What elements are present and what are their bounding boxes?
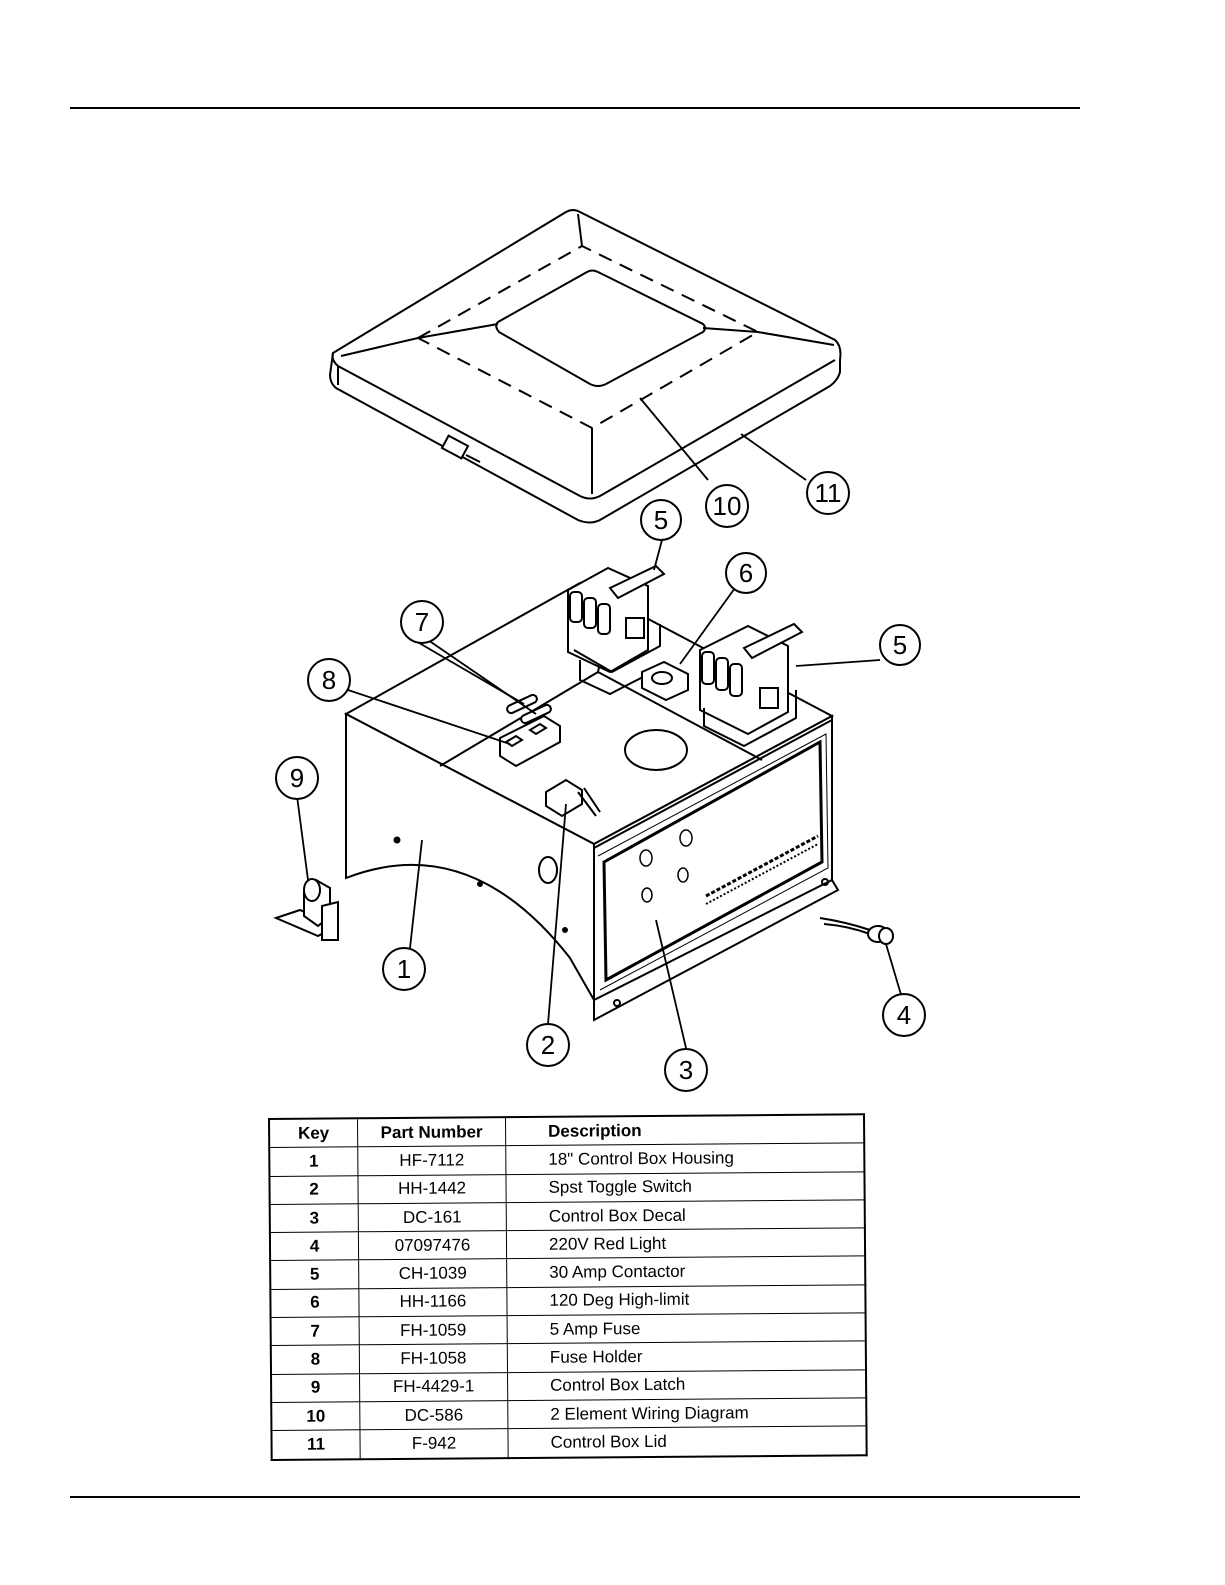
row-part-number: DC-586 bbox=[359, 1400, 508, 1431]
control-box-housing bbox=[343, 581, 840, 1022]
row-part-number: CH-1039 bbox=[358, 1259, 507, 1289]
exploded-parts-diagram: 5 10 11 6 5 7 8 9 1 2 3 4 bbox=[273, 209, 926, 1092]
row-description: 120 Deg High-limit bbox=[506, 1284, 866, 1316]
top-rule bbox=[70, 107, 1080, 109]
header-key: Key bbox=[269, 1118, 358, 1148]
row-key: 6 bbox=[270, 1288, 360, 1318]
decal-symbols bbox=[639, 829, 819, 905]
row-key: 4 bbox=[269, 1231, 359, 1261]
row-key: 9 bbox=[271, 1373, 360, 1403]
header-part-number: Part Number bbox=[357, 1117, 506, 1148]
callout-label: 7 bbox=[415, 607, 429, 637]
contactor-left bbox=[567, 564, 669, 696]
control-box-lid bbox=[328, 209, 842, 524]
callout-label: 4 bbox=[897, 1000, 911, 1030]
toggle-switch bbox=[545, 778, 601, 818]
fuse-holder bbox=[499, 714, 561, 768]
callout-label: 9 bbox=[290, 763, 304, 793]
contactor-right bbox=[699, 622, 804, 748]
control-box-latch bbox=[273, 878, 339, 941]
row-part-number: F-942 bbox=[359, 1428, 509, 1459]
row-description: 30 Amp Contactor bbox=[506, 1256, 865, 1288]
leader-lines bbox=[296, 397, 903, 1049]
callout-label: 5 bbox=[893, 630, 907, 660]
row-part-number: FH-4429-1 bbox=[359, 1372, 508, 1402]
row-key: 7 bbox=[270, 1316, 360, 1346]
callout-9: 9 bbox=[275, 756, 319, 800]
callout-8: 8 bbox=[307, 658, 351, 702]
callout-label: 3 bbox=[679, 1055, 693, 1085]
row-part-number: DC-161 bbox=[358, 1202, 507, 1232]
row-description: 18" Control Box Housing bbox=[505, 1143, 864, 1175]
row-description: 2 Element Wiring Diagram bbox=[507, 1397, 866, 1429]
row-description: Spst Toggle Switch bbox=[505, 1171, 865, 1203]
bottom-rule bbox=[70, 1496, 1080, 1498]
row-part-number: 07097476 bbox=[358, 1230, 507, 1261]
callout-11: 11 bbox=[806, 471, 850, 515]
red-light bbox=[819, 917, 894, 945]
callout-5b: 5 bbox=[879, 624, 921, 666]
row-description: Control Box Decal bbox=[506, 1199, 865, 1231]
callout-label: 11 bbox=[815, 478, 842, 508]
callout-4: 4 bbox=[882, 993, 926, 1037]
row-description: 5 Amp Fuse bbox=[507, 1312, 866, 1345]
callout-1: 1 bbox=[382, 947, 426, 991]
callout-label: 2 bbox=[541, 1030, 555, 1060]
row-description: Control Box Latch bbox=[507, 1369, 866, 1401]
row-description: 220V Red Light bbox=[506, 1228, 865, 1260]
row-part-number: HF-7112 bbox=[357, 1145, 506, 1176]
row-key: 8 bbox=[270, 1345, 360, 1375]
row-key: 1 bbox=[269, 1147, 358, 1177]
callout-10: 10 bbox=[705, 484, 749, 528]
row-key: 11 bbox=[271, 1430, 361, 1460]
row-part-number: HH-1442 bbox=[357, 1174, 507, 1204]
callout-label: 10 bbox=[713, 491, 742, 521]
callout-label: 6 bbox=[739, 558, 753, 588]
row-key: 5 bbox=[270, 1260, 359, 1290]
row-key: 10 bbox=[271, 1401, 360, 1431]
callout-3: 3 bbox=[664, 1048, 708, 1092]
high-limit-thermostat bbox=[641, 660, 689, 702]
callout-label: 5 bbox=[654, 505, 668, 535]
header-description: Description bbox=[505, 1114, 864, 1146]
callout-6: 6 bbox=[725, 552, 767, 594]
callout-5a: 5 bbox=[640, 499, 682, 541]
row-part-number: FH-1059 bbox=[359, 1315, 508, 1346]
callout-7: 7 bbox=[400, 600, 444, 644]
row-part-number: HH-1166 bbox=[358, 1287, 508, 1317]
row-part-number: FH-1058 bbox=[359, 1344, 508, 1374]
row-description: Fuse Holder bbox=[507, 1341, 866, 1373]
callout-label: 8 bbox=[322, 665, 336, 695]
callout-label: 1 bbox=[397, 954, 411, 984]
parts-table-header: Key Part Number Description bbox=[269, 1114, 864, 1148]
callout-2: 2 bbox=[526, 1023, 570, 1067]
row-key: 2 bbox=[269, 1175, 359, 1205]
row-key: 3 bbox=[269, 1203, 359, 1233]
row-description: Control Box Lid bbox=[507, 1426, 867, 1458]
